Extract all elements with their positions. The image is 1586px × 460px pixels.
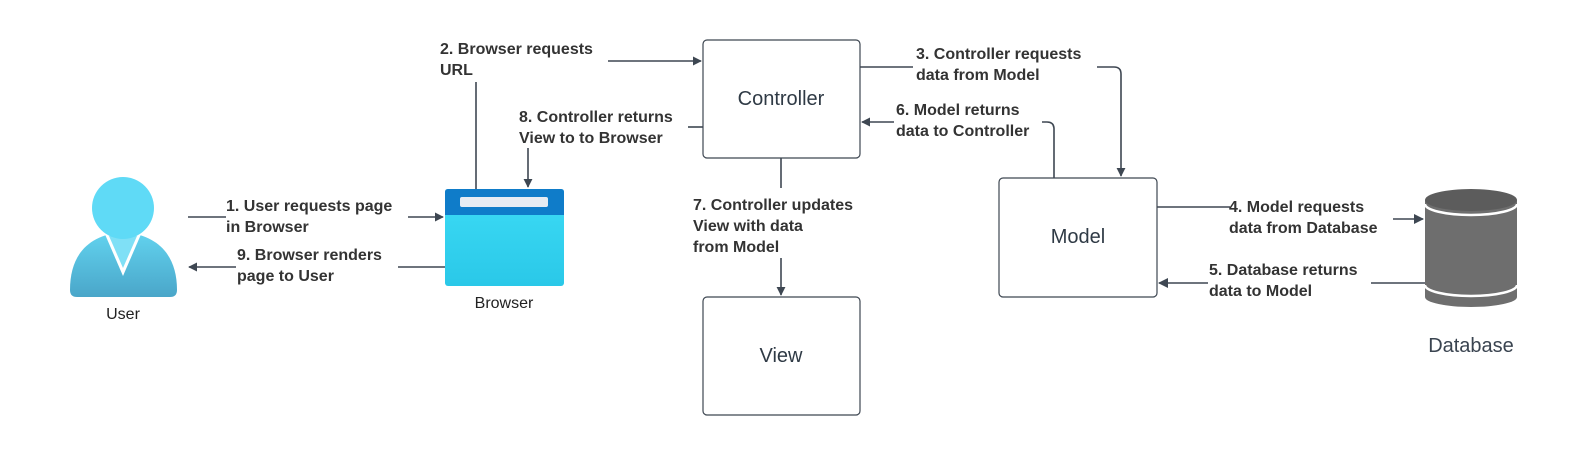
step-5-label: 5. Database returns data to Model — [1209, 262, 1362, 300]
step-9-label: 9. Browser renders page to User — [237, 247, 386, 285]
browser-label: Browser — [475, 295, 534, 312]
step-8-label: 8. Controller returns View to to Browser — [519, 109, 677, 147]
user-label: User — [106, 306, 140, 323]
database-cylinder-icon — [1423, 189, 1519, 307]
connector-2 — [475, 56, 702, 189]
connector-6 — [861, 117, 1055, 178]
database-label: Database — [1428, 335, 1514, 357]
controller-node: Controller — [702, 39, 861, 159]
browser-window-icon — [445, 189, 564, 286]
connector-8 — [523, 126, 703, 188]
view-label: View — [760, 345, 804, 367]
step-7-label: 7. Controller updates View with data fro… — [693, 197, 857, 256]
model-node: Model — [998, 177, 1158, 298]
model-label: Model — [1051, 226, 1105, 248]
controller-label: Controller — [738, 88, 825, 110]
user-avatar-icon — [70, 177, 177, 297]
step-4-label: 4. Model requests data from Database — [1229, 199, 1378, 237]
view-node: View — [702, 296, 861, 416]
connector-3 — [860, 66, 1126, 177]
step-6-label: 6. Model returns data to Controller — [896, 102, 1029, 140]
step-2-label: 2. Browser requests URL — [440, 41, 597, 79]
step-1-label: 1. User requests page in Browser — [226, 198, 397, 236]
connector-4 — [1157, 206, 1424, 224]
step-3-label: 3. Controller requests data from Model — [916, 46, 1086, 84]
